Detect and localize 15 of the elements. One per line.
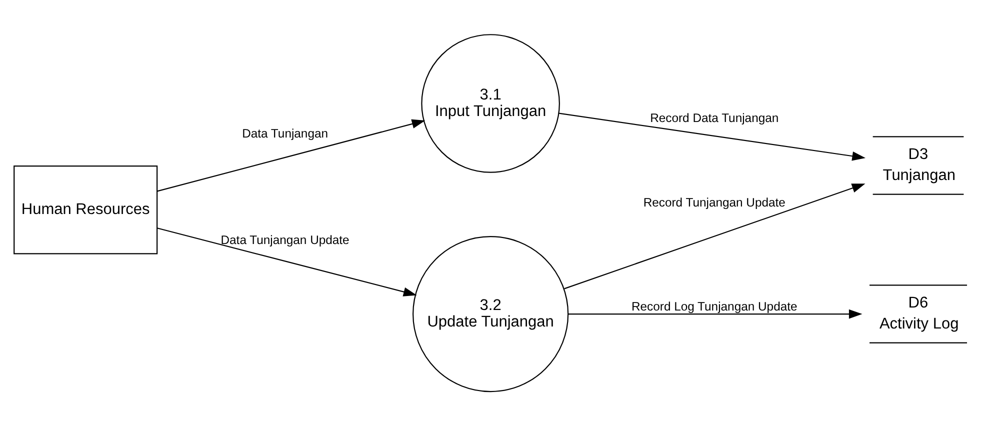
arrow xyxy=(558,112,866,160)
edge-label: Data Tunjangan xyxy=(242,126,328,140)
edge-label: Record Log Tunjangan Update xyxy=(630,298,797,313)
edge-label: Data Tunjangan Update xyxy=(220,232,349,246)
node-circle: 3.1 Input Tunjangan xyxy=(420,34,560,172)
arrow xyxy=(156,227,416,296)
arrow xyxy=(568,308,862,318)
edge-label: Record Data Tunjangan xyxy=(650,110,778,125)
node-box: Human Resources xyxy=(13,165,158,254)
node-text: D3 Tunjangan xyxy=(882,146,955,184)
arrow xyxy=(156,118,425,192)
arrow xyxy=(564,183,865,289)
edge-label: Record Tunjangan Update xyxy=(642,194,785,209)
node-text: D6 Activity Log xyxy=(878,294,958,332)
node-circle: 3.2 Update Tunjangan xyxy=(412,235,568,392)
